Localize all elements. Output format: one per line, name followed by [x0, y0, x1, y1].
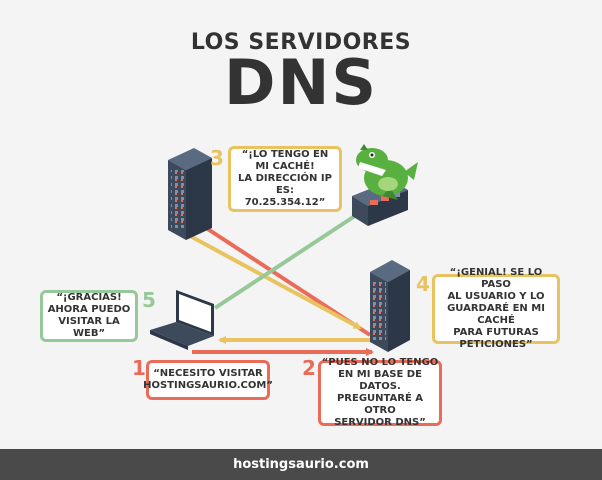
server-tower-icon — [168, 148, 212, 240]
step-2-bubble: “PUES NO LO TENGO EN MI BASE DE DATOS. P… — [318, 357, 442, 428]
arrow-step5-green — [213, 204, 372, 310]
arrow-step3-yellow — [189, 234, 362, 330]
laptop-icon — [150, 290, 214, 350]
server-tower-icon — [370, 260, 410, 352]
step-5-number: 5 — [142, 288, 156, 312]
step-3-bubble: “¡LO TENGO EN MI CACHÉ! LA DIRECCIÓN IP … — [228, 146, 342, 212]
title-line-1: LOS SERVIDORES — [190, 30, 412, 55]
step-1-number: 1 — [132, 356, 146, 380]
footer-site: hostingsaurio.com — [0, 449, 602, 480]
step-1-bubble: “NECESITO VISITAR HOSTINGSAURIO.COM” — [143, 360, 273, 400]
title-line-2: DNS — [223, 46, 378, 119]
step-4-number: 4 — [416, 272, 430, 296]
step-5-bubble: “¡GRACIAS! AHORA PUEDO VISITAR LA WEB” — [40, 290, 138, 342]
step-4-bubble: “¡GENIAL! SE LO PASO AL USUARIO Y LO GUA… — [432, 267, 560, 350]
dinosaur-server-icon — [352, 144, 418, 226]
step-3-number: 3 — [210, 146, 224, 170]
step-2-number: 2 — [302, 356, 316, 380]
